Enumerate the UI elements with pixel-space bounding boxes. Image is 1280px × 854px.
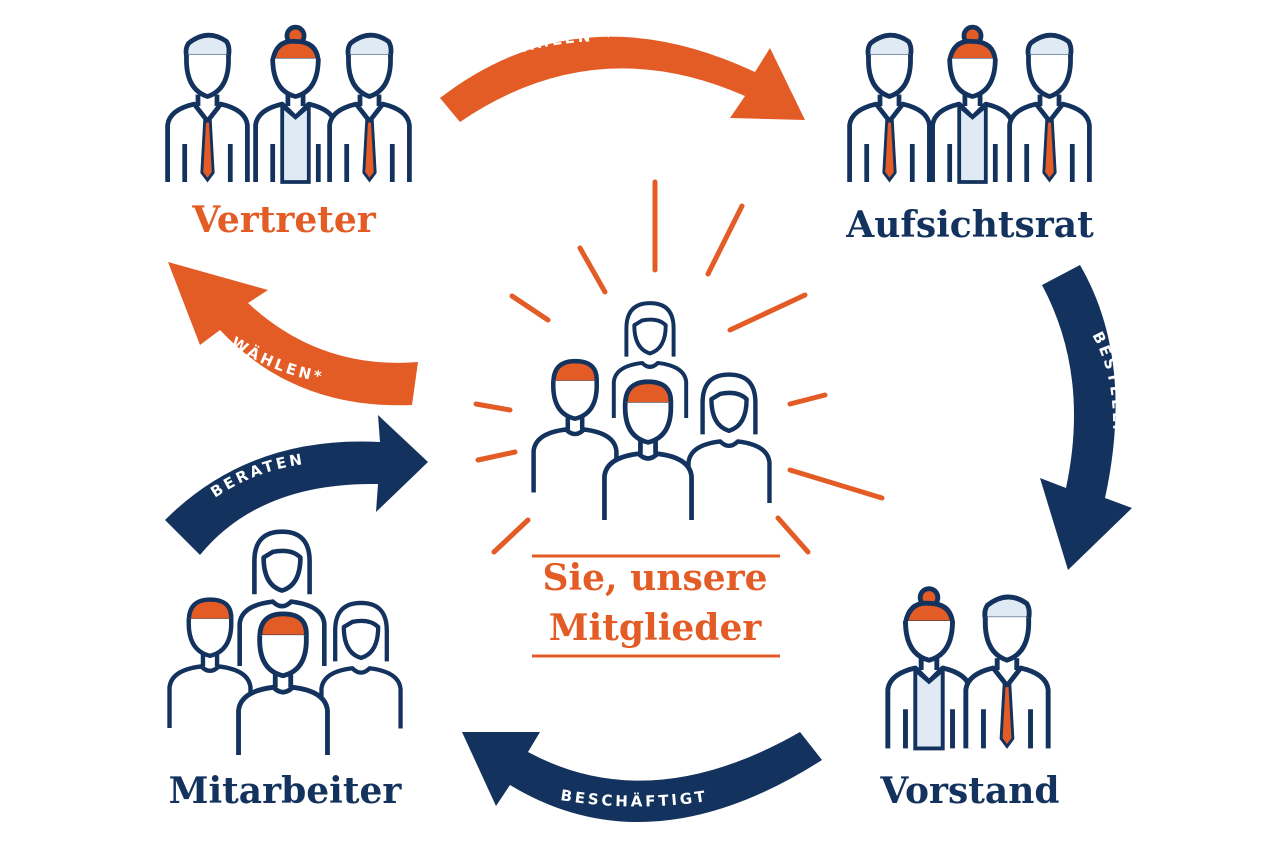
four-people-group-icon xyxy=(170,532,401,755)
node-vorstand: Vorstand xyxy=(879,589,1060,812)
node-label-aufsichtsrat: Aufsichtsrat xyxy=(845,204,1094,246)
burst-rays-icon xyxy=(473,179,885,555)
node-label-mitarbeiter: Mitarbeiter xyxy=(169,770,403,812)
center-label-line2: Mitglieder xyxy=(549,607,763,649)
node-mitarbeiter: Mitarbeiter xyxy=(169,532,403,812)
three-people-business-icon xyxy=(168,27,410,182)
four-people-group-highlighted-icon xyxy=(534,301,770,520)
center-label-line1: Sie, unsere xyxy=(542,557,767,599)
arrow-waehlen-2: WÄHLEN** xyxy=(440,27,805,123)
node-vertreter: Vertreter xyxy=(168,27,410,241)
node-aufsichtsrat: Aufsichtsrat xyxy=(845,27,1094,246)
node-label-vorstand: Vorstand xyxy=(879,770,1059,812)
arrow-waehlen-1: WÄHLEN* xyxy=(168,262,418,406)
three-people-business-icon xyxy=(850,27,1090,182)
arrow-bestellt: BESTELLT xyxy=(1040,265,1132,570)
node-label-vertreter: Vertreter xyxy=(191,199,377,241)
two-people-business-icon xyxy=(888,589,1048,749)
node-mitglieder: Sie, unsere Mitglieder xyxy=(473,179,885,658)
arrow-beschaeftigt: BESCHÄFTIGT xyxy=(462,732,822,823)
